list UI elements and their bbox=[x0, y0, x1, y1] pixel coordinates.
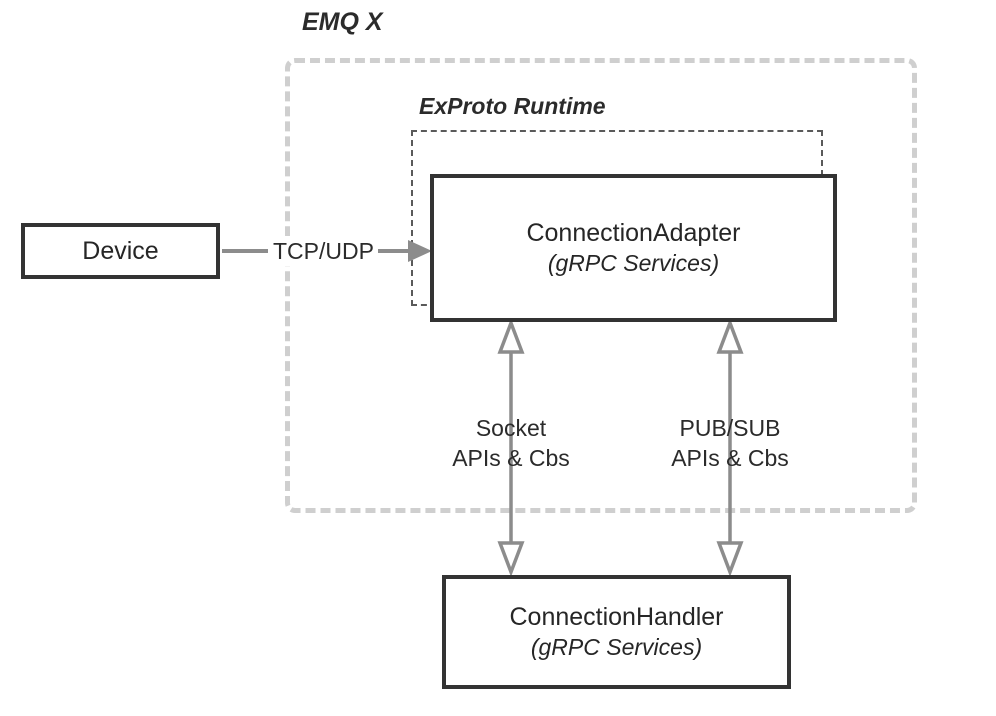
node-device[interactable]: Device bbox=[21, 223, 220, 279]
arrowhead-hollow-down-icon bbox=[497, 541, 525, 577]
node-connection-handler-subtitle: (gRPC Services) bbox=[530, 634, 703, 661]
edge-label-tcp-udp: TCP/UDP bbox=[270, 236, 377, 267]
edge-label-pubsub-apis: PUB/SUB APIs & Cbs bbox=[660, 413, 800, 474]
group-container-emqx bbox=[285, 58, 917, 513]
edge-label-pubsub-line1: PUB/SUB bbox=[679, 415, 781, 441]
edge-label-socket-line1: Socket bbox=[475, 415, 547, 441]
node-connection-adapter-subtitle: (gRPC Services) bbox=[547, 250, 720, 277]
node-connection-handler[interactable]: ConnectionHandler (gRPC Services) bbox=[442, 575, 791, 689]
node-connection-adapter-title: ConnectionAdapter bbox=[526, 219, 741, 248]
edge-label-pubsub-line2: APIs & Cbs bbox=[671, 445, 789, 472]
edge-label-socket-line2: APIs & Cbs bbox=[452, 445, 570, 472]
node-connection-adapter[interactable]: ConnectionAdapter (gRPC Services) bbox=[430, 174, 837, 322]
group-label-emqx: EMQ X bbox=[302, 8, 383, 36]
node-device-title: Device bbox=[82, 237, 159, 265]
node-connection-handler-title: ConnectionHandler bbox=[509, 603, 724, 632]
edge-label-socket-apis: Socket APIs & Cbs bbox=[441, 413, 581, 474]
group-label-exproto: ExProto Runtime bbox=[419, 93, 606, 119]
arrowhead-hollow-down-icon bbox=[716, 541, 744, 577]
